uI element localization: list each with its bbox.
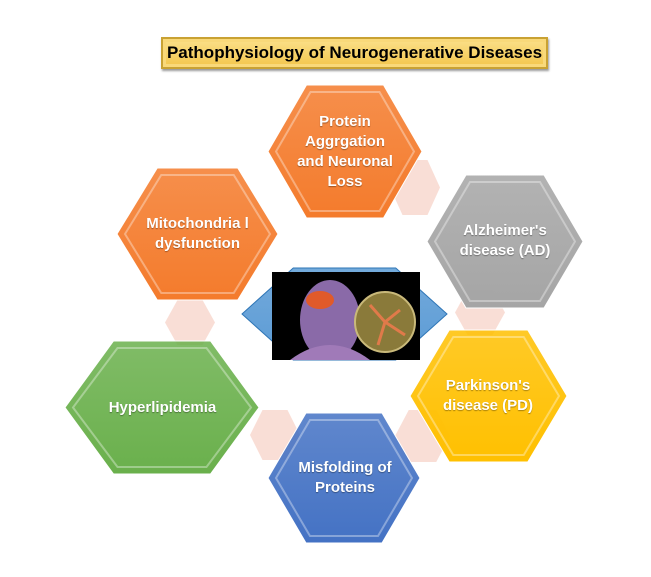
hexagon-bevel — [274, 91, 416, 212]
hexagon-park — [409, 329, 568, 463]
shoulders-illustration — [290, 345, 370, 360]
hexagon-bevel — [274, 419, 414, 537]
hexagon-bevel — [433, 181, 577, 302]
hexagon-misfold — [267, 412, 421, 544]
connector-hexagon — [165, 300, 215, 345]
node-mitochondrial-dysfunction: Mitochondria l dysfunction — [146, 215, 249, 252]
hexagon-hyper — [64, 340, 260, 475]
hexagon-bevel — [416, 336, 561, 456]
hexagon-bevel — [71, 347, 253, 468]
hexagon-bevel — [123, 174, 272, 294]
node-protein-aggregation: Protein Aggrgation and Neuronal Loss — [297, 113, 393, 190]
node-hyperlipidemia: Hyperlipidemia — [108, 399, 217, 416]
hexagon-protein — [267, 84, 423, 219]
node-parkinsons: Parkinson's disease (PD) — [442, 377, 534, 414]
hexagon-alz — [426, 174, 584, 309]
brain-highlight — [306, 291, 334, 309]
diagram-title: Pathophysiology of Neurogenerative Disea… — [161, 37, 548, 69]
node-alzheimers: Alzheimer's disease (AD) — [459, 222, 551, 259]
node-misfolding: Misfolding of Proteins — [298, 459, 392, 496]
neuron-illustration — [368, 304, 406, 346]
hexagon-mito — [116, 167, 279, 301]
